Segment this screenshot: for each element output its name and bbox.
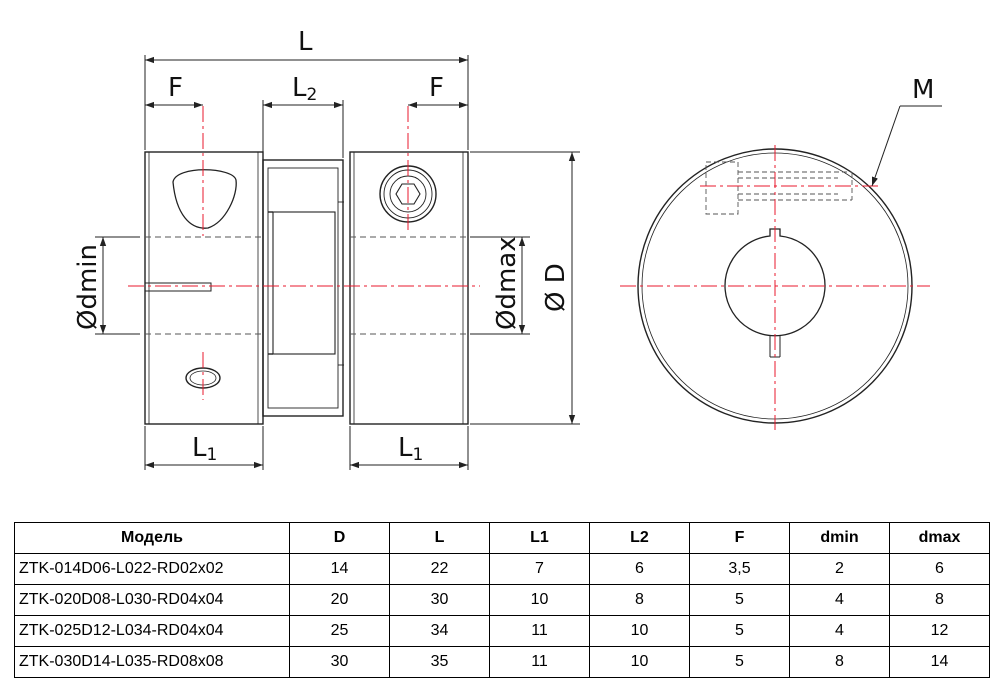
set-screw-slot-icon bbox=[172, 169, 237, 229]
table-cell: 14 bbox=[289, 553, 390, 585]
table-cell: 5 bbox=[689, 615, 790, 647]
dim-label-L: L bbox=[298, 27, 313, 57]
table-cell: 11 bbox=[489, 646, 590, 678]
dim-label-L1-left: L1 bbox=[192, 433, 217, 465]
dim-label-F-left: F bbox=[168, 73, 183, 103]
table-cell-model: ZTK-030D14-L035-RD08x08 bbox=[14, 646, 290, 678]
table-cell-model: ZTK-025D12-L034-RD04x04 bbox=[14, 615, 290, 647]
table-cell: 8 bbox=[889, 584, 990, 616]
spider-insert bbox=[262, 159, 344, 417]
table-cell: 22 bbox=[389, 553, 490, 585]
table-cell: 3,5 bbox=[689, 553, 790, 585]
table-cell: 10 bbox=[489, 584, 590, 616]
table-cell: 30 bbox=[289, 646, 390, 678]
table-row: ZTK-020D08-L030-RD04x04 20 30 10 8 5 4 8 bbox=[14, 584, 990, 616]
table-cell: 5 bbox=[689, 646, 790, 678]
table-row: ZTK-014D06-L022-RD02x02 14 22 7 6 3,5 2 … bbox=[14, 553, 990, 585]
table-cell: 12 bbox=[889, 615, 990, 647]
left-hub-body bbox=[144, 151, 264, 425]
spec-table: Модель D L L1 L2 F dmin dmax ZTK-014D06-… bbox=[14, 522, 990, 678]
side-view bbox=[144, 151, 469, 425]
column-header-F: F bbox=[689, 522, 790, 554]
column-header-dmin: dmin bbox=[789, 522, 890, 554]
table-header-row: Модель D L L1 L2 F dmin dmax bbox=[14, 522, 990, 554]
column-header-model: Модель bbox=[14, 522, 290, 554]
table-cell: 10 bbox=[589, 615, 690, 647]
table-cell: 35 bbox=[389, 646, 490, 678]
table-cell: 8 bbox=[789, 646, 890, 678]
table-cell: 7 bbox=[489, 553, 590, 585]
table-cell-model: ZTK-014D06-L022-RD02x02 bbox=[14, 553, 290, 585]
keyed-bore bbox=[724, 228, 826, 337]
dim-label-dmax: Ødmax bbox=[492, 236, 522, 330]
right-hub-body bbox=[349, 151, 469, 425]
dim-label-D: Ø D bbox=[541, 263, 571, 312]
coupling-technical-drawing: L F L2 F L1 L1 Ødmin Ødmax Ø D M bbox=[73, 27, 942, 470]
table-cell: 5 bbox=[689, 584, 790, 616]
column-header-L1: L1 bbox=[489, 522, 590, 554]
dim-label-F-right: F bbox=[429, 73, 444, 103]
table-cell: 6 bbox=[589, 553, 690, 585]
center-lines-end bbox=[620, 145, 930, 430]
column-header-L: L bbox=[389, 522, 490, 554]
dimension-lines bbox=[95, 55, 580, 470]
leader-M bbox=[871, 105, 942, 187]
label-M: M bbox=[912, 75, 934, 105]
dim-label-dmin: Ødmin bbox=[73, 244, 103, 330]
hidden-clamp-screw bbox=[705, 161, 853, 215]
table-cell: 6 bbox=[889, 553, 990, 585]
table-cell: 8 bbox=[589, 584, 690, 616]
table-row: ZTK-025D12-L034-RD04x04 25 34 11 10 5 4 … bbox=[14, 615, 990, 647]
table-cell: 10 bbox=[589, 646, 690, 678]
dim-label-L2: L2 bbox=[292, 73, 317, 105]
table-cell: 2 bbox=[789, 553, 890, 585]
table-cell: 14 bbox=[889, 646, 990, 678]
table-cell: 4 bbox=[789, 615, 890, 647]
table-cell: 20 bbox=[289, 584, 390, 616]
table-cell: 4 bbox=[789, 584, 890, 616]
column-header-L2: L2 bbox=[589, 522, 690, 554]
column-header-dmax: dmax bbox=[889, 522, 990, 554]
center-lines-side bbox=[128, 106, 480, 400]
table-row: ZTK-030D14-L035-RD08x08 30 35 11 10 5 8 … bbox=[14, 646, 990, 678]
table-cell: 11 bbox=[489, 615, 590, 647]
column-header-D: D bbox=[289, 522, 390, 554]
table-cell: 25 bbox=[289, 615, 390, 647]
table-cell: 34 bbox=[389, 615, 490, 647]
table-cell: 30 bbox=[389, 584, 490, 616]
table-cell-model: ZTK-020D08-L030-RD04x04 bbox=[14, 584, 290, 616]
dim-label-L1-right: L1 bbox=[398, 433, 423, 465]
